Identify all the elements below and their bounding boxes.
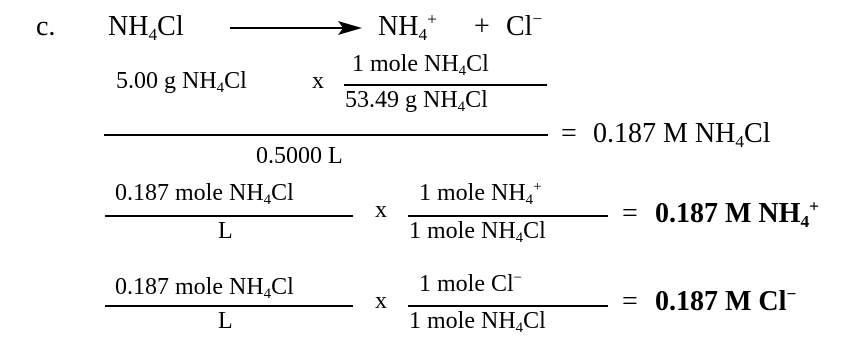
conversion-denominator: 53.49 g NH4Cl (345, 87, 488, 116)
line3-equals-sign: = (622, 198, 638, 229)
times-sign: x (312, 68, 324, 94)
product-chloride: Cl− (506, 9, 543, 42)
line3-denominator: L (218, 218, 233, 244)
line4-conversion-denominator: 1 mole NH4Cl (409, 308, 546, 337)
molarity-result: 0.187 M NH4Cl (593, 118, 771, 151)
line4-numerator: 0.187 mole NH4Cl (115, 274, 294, 303)
chloride-molarity-result: 0.187 M Cl− (655, 284, 797, 317)
main-fraction-bar (104, 134, 548, 136)
line4-conversion-numerator: 1 mole Cl− (419, 269, 523, 297)
product-ammonium: NH4+ (378, 9, 437, 44)
line3-times-sign: x (375, 197, 387, 223)
reactant-formula: NH4Cl (108, 11, 184, 44)
conversion-fraction-bar (344, 84, 547, 86)
line3-conversion-denominator: 1 mole NH4Cl (409, 218, 546, 247)
reaction-arrow-icon (230, 21, 362, 35)
line3-right-fraction-bar (408, 215, 608, 217)
part-label: c. (36, 11, 56, 42)
line4-times-sign: x (375, 288, 387, 314)
line4-equals-sign: = (622, 286, 638, 317)
volume-denominator: 0.5000 L (256, 143, 343, 169)
plus-sign: + (474, 11, 490, 42)
equals-sign: = (561, 118, 577, 149)
conversion-numerator: 1 mole NH4Cl (352, 51, 489, 80)
line4-denominator: L (218, 308, 233, 334)
ammonium-molarity-result: 0.187 M NH4+ (655, 196, 820, 231)
mass-term: 5.00 g NH4Cl (116, 68, 247, 97)
line3-left-fraction-bar (105, 215, 353, 217)
line4-right-fraction-bar (408, 305, 608, 307)
line4-left-fraction-bar (105, 305, 353, 307)
line3-numerator: 0.187 mole NH4Cl (115, 180, 294, 209)
line3-conversion-numerator: 1 mole NH4+ (419, 178, 542, 209)
